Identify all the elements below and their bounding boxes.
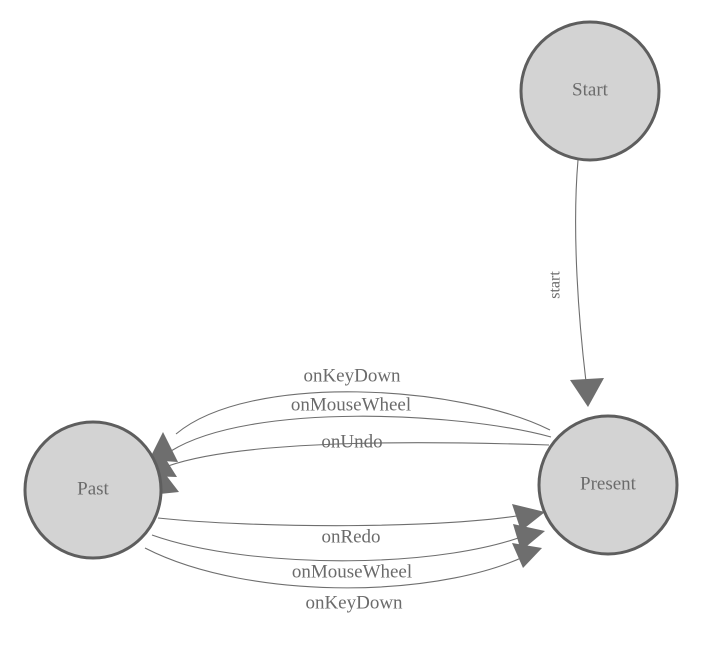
arrowhead-present-to-past-1-icon xyxy=(149,432,178,462)
edge-label-past-to-present-onkeydown: onKeyDown xyxy=(305,592,403,613)
edge-label-layer: start onKeyDown onMouseWheel onUndo onRe… xyxy=(291,271,564,614)
edge-label-start: start xyxy=(547,271,564,299)
edge-layer xyxy=(144,159,589,589)
node-present-circle[interactable] xyxy=(537,414,679,556)
node-past-circle[interactable] xyxy=(23,420,163,560)
edge-present-to-past-onkeydown[interactable] xyxy=(175,391,551,435)
edge-past-to-present-onredo[interactable] xyxy=(157,512,535,527)
arrowhead-layer xyxy=(148,378,604,568)
edge-label-present-to-past-onkeydown: onKeyDown xyxy=(303,365,401,386)
arrowhead-past-to-present-2-icon xyxy=(513,524,545,551)
arrowhead-past-to-present-3-icon xyxy=(512,543,542,568)
arrowhead-past-to-present-1-icon xyxy=(512,504,545,531)
edge-past-to-present-onkeydown[interactable] xyxy=(144,547,540,589)
arrowhead-start-to-present-icon xyxy=(570,378,604,407)
edge-label-past-to-present-onredo: onRedo xyxy=(321,526,380,547)
edge-present-to-past-onundo[interactable] xyxy=(167,442,550,467)
node-past-label: Past xyxy=(77,478,109,499)
edge-label-present-to-past-onundo: onUndo xyxy=(321,431,382,452)
edge-start-to-present[interactable] xyxy=(575,159,589,399)
edge-past-to-present-onmousewheel[interactable] xyxy=(151,530,537,562)
node-present[interactable]: Present xyxy=(537,414,679,556)
node-start-circle[interactable] xyxy=(519,20,661,162)
edge-label-past-to-present-onmousewheel: onMouseWheel xyxy=(292,561,412,582)
node-past[interactable]: Past xyxy=(23,420,163,560)
edge-label-present-to-past-onmousewheel: onMouseWheel xyxy=(291,394,411,415)
node-start-label: Start xyxy=(572,79,609,100)
edge-present-to-past-onmousewheel[interactable] xyxy=(170,415,552,452)
node-present-label: Present xyxy=(580,473,637,494)
node-start[interactable]: Start xyxy=(519,20,661,162)
